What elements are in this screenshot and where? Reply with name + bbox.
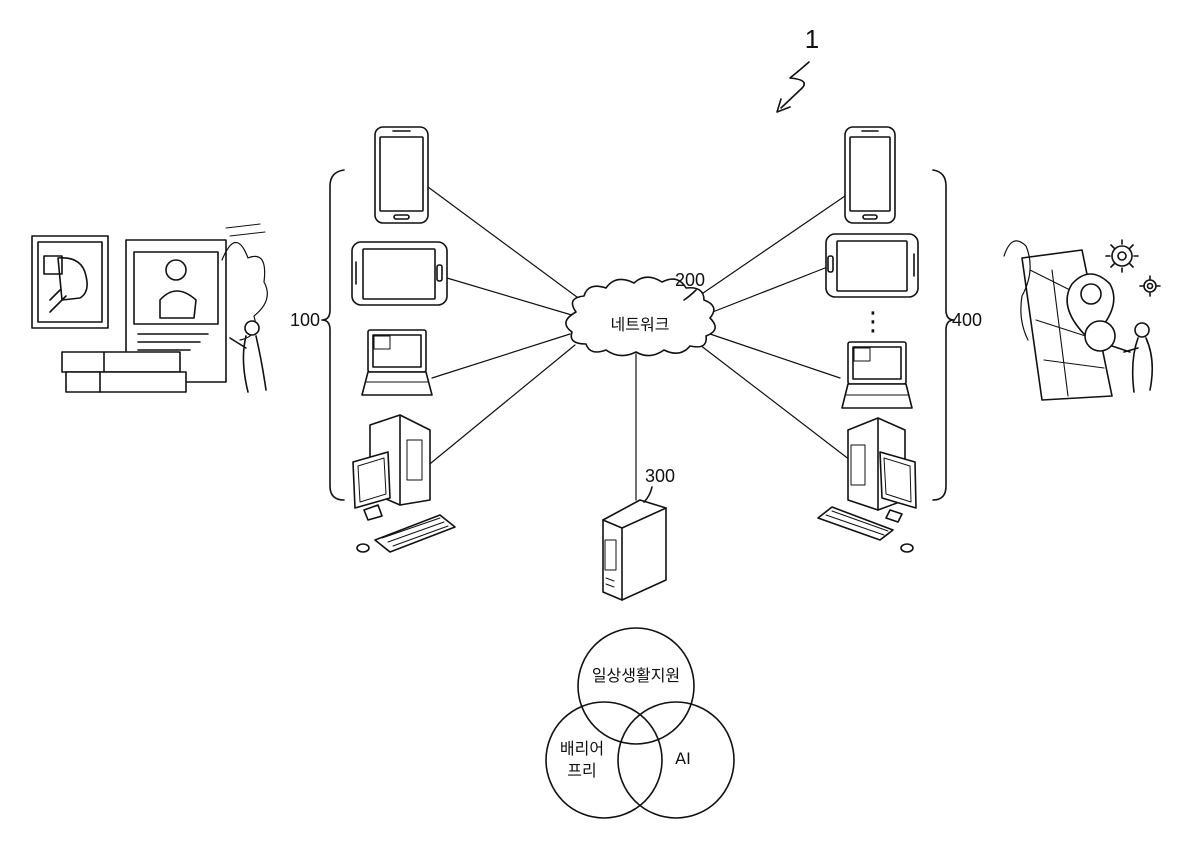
venn-circle-top [578, 628, 694, 744]
laptop-device [842, 342, 912, 408]
server-ref-label: 300 [645, 466, 675, 486]
smartphone-device [375, 127, 428, 223]
venn-label-barrier-free-line2: 프리 [567, 761, 596, 780]
venn-circle-left [546, 702, 662, 818]
group-right-label: 400 [952, 310, 982, 330]
ellipsis-more-devices: ⋮ [860, 306, 886, 336]
group-left-label: 100 [290, 310, 320, 330]
figure-arrow [781, 62, 809, 108]
venn-label-daily-life-support: 일상생활지원 [592, 666, 680, 685]
server-tower [603, 500, 666, 600]
smartphone-device [845, 127, 895, 223]
tablet-device [826, 234, 918, 297]
desktop-computer [353, 415, 455, 552]
venn-diagram: 일상생활지원 배리어 프리 AI [546, 628, 734, 818]
venn-label-barrier-free-line1: 배리어 [560, 739, 604, 758]
network-ref-label: 200 [675, 270, 705, 290]
map-illustration [1004, 240, 1160, 400]
server-leader [644, 487, 652, 502]
figure-number: 1 [805, 24, 819, 54]
network-label: 네트워크 [611, 315, 670, 334]
venn-label-ai: AI [675, 749, 691, 768]
learning-illustration [32, 224, 267, 392]
laptop-device [362, 330, 432, 395]
tablet-device [352, 242, 447, 305]
desktop-computer [818, 418, 916, 552]
right-bracket [933, 170, 954, 500]
left-bracket [322, 170, 344, 500]
